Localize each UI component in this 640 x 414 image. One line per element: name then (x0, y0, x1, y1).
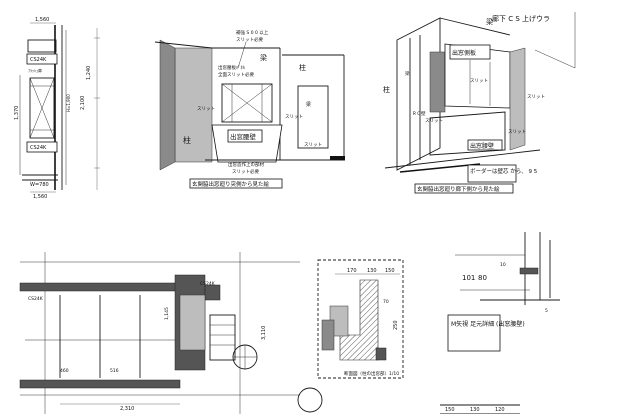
elevation-note-slit-lower: スリット (304, 142, 322, 148)
detail-dim-c: 150 (385, 268, 395, 274)
panel-bottom-detail: 150 130 120 (440, 404, 520, 414)
section-dim-upper: 1,240 (86, 66, 92, 80)
perspective-label-beam: 梁 (486, 17, 493, 26)
perspective-note-slit-b: スリット (508, 129, 526, 135)
perspective-note-slit-d: スリット (470, 78, 488, 84)
plan-dim-b: 516 (110, 368, 119, 374)
plan-dim-c: 460 (60, 368, 69, 374)
elevation-callout-bay-wall: 出窓腰壁 (230, 132, 257, 141)
plan-dim-height: 3,110 (261, 326, 267, 340)
sill-dim-d: 5 (545, 308, 548, 314)
perspective-note-beam: 梁 (405, 70, 410, 77)
elevation-note-reinforce: 補強 S 0 0 以上 (236, 29, 269, 36)
elevation-title: 玄関脇出窓廻り突側から見た絵 (192, 180, 270, 188)
panel-window-section: 1,560 1,240 2,100 1,370 CS24K CS24K ﾌﾗｯｼ… (14, 17, 100, 200)
panel-corridor-perspective: 廊下 C S 上げウラ 柱 梁 出窓側板 スリット スリット スリット スリット… (383, 12, 576, 194)
section-top-dim: 1,560 (35, 17, 49, 23)
sill-dim-c: 10 (500, 262, 506, 268)
sill-dim-a: 101 (462, 274, 475, 282)
elevation-label-pillar-right: 柱 (299, 63, 306, 72)
section-dim-width: W=780 (30, 182, 49, 188)
elevation-note-slit-top: スリット必要 (236, 36, 263, 43)
sill-callout-line-1: M矢視 足元詳細 (出窓腰壁) (451, 320, 525, 328)
panel-pillar-detail: 170 130 150 250 70 断面図（柱の出窓部）1/10 (317, 259, 404, 379)
detail-dim-e: 70 (383, 299, 389, 305)
elevation-note-slit-bottom: スリット必要 (232, 168, 259, 175)
detail-dim-b: 130 (367, 268, 377, 274)
bottom-dim-b: 130 (470, 407, 480, 413)
section-note-height: H=1,900 (66, 94, 71, 112)
section-dim-lower: 1,370 (14, 106, 20, 120)
elevation-note-slit-right: スリット (285, 114, 303, 120)
perspective-label-pillar: 柱 (383, 85, 390, 94)
section-label-cs24k-bottom: CS24K (30, 145, 47, 151)
perspective-note-rc: ＲＣ壁 (412, 110, 426, 117)
perspective-title: 玄関脇出窓廻り廊下側から見た絵 (417, 185, 500, 193)
sill-dim-b: 80 (478, 274, 487, 282)
section-note-flush-door: ﾌﾗｯｼｭ扉 (28, 67, 42, 73)
detail-dim-a: 170 (347, 268, 357, 274)
elevation-label-beam-center: 梁 (306, 101, 311, 108)
elevation-note-panel: 出窓腰板ﾊﾟﾈﾙ (218, 64, 246, 71)
section-label-cs24k-top: CS24K (30, 57, 47, 63)
bottom-dim-c: 120 (495, 407, 505, 413)
section-bottom-dim: 1,560 (33, 194, 47, 200)
perspective-callout-border: ボーダーは壁芯 から、 9 5 (470, 167, 538, 175)
plan-label-cs24k-a: CS24K (28, 296, 44, 302)
panel-floor-plan: CS24K CS24K 3,110 1,145 516 460 2,310 (19, 252, 323, 414)
detail-caption: 断面図（柱の出窓部）1/10 (344, 370, 399, 377)
elevation-label-beam-top: 梁 (260, 53, 267, 62)
plan-dim-a: 1,145 (164, 307, 170, 320)
panel-bay-window-elevation: 柱 補強 S 0 0 以上 スリット必要 出窓腰板ﾊﾟﾈﾙ 全面スリット必要 出… (154, 29, 345, 189)
perspective-label-side-board: 出窓側板 (452, 49, 476, 57)
bottom-dim-a: 150 (445, 407, 455, 413)
perspective-top-note: 廊下 C S 上げウラ (492, 14, 550, 23)
elevation-note-fullslit: 全面スリット必要 (218, 71, 254, 78)
elevation-note-member: 出窓造作上の部材 (228, 161, 264, 168)
plan-label-cs24k-b: CS24K (200, 281, 216, 287)
detail-dim-d: 250 (393, 320, 399, 330)
perspective-note-slit-a: スリット (527, 94, 545, 100)
panel-sill-detail: 101 80 10 5 M矢視 足元詳細 (出窓腰壁) (447, 232, 560, 352)
perspective-callout-bay-wall: 出窓腰壁 (470, 142, 494, 150)
section-dim-total: 2,100 (80, 96, 86, 110)
elevation-note-slit-left: スリット (197, 106, 215, 112)
perspective-note-slit-c: スリット (425, 118, 443, 124)
elevation-label-pillar-left: 柱 (183, 135, 191, 145)
plan-dim-bottom: 2,310 (120, 406, 134, 412)
